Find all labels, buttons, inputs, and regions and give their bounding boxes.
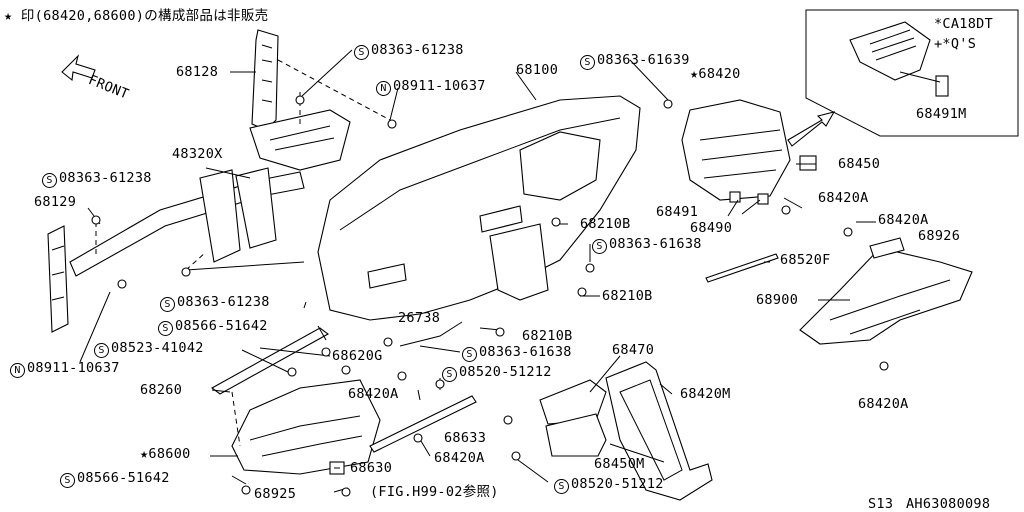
steering-column-bracket bbox=[249, 109, 351, 171]
label-68420a-2: 68420A bbox=[878, 212, 929, 228]
strip-68633 bbox=[369, 395, 477, 453]
label-68450m: 68450M bbox=[594, 456, 645, 472]
label-68420a-4: 68420A bbox=[858, 396, 909, 412]
s-symbol-icon: S bbox=[354, 45, 369, 60]
hinge-68260 bbox=[210, 327, 330, 395]
s-symbol-icon: S bbox=[158, 321, 173, 336]
inset-part-label: 68491M bbox=[916, 106, 967, 122]
instrument-panel-68100 bbox=[317, 95, 641, 321]
footer-code: AH63080098 bbox=[906, 496, 991, 512]
lower-cover-68900 bbox=[799, 247, 973, 345]
bracket-68128 bbox=[251, 29, 279, 131]
label-68420a-1: 68420A bbox=[818, 190, 869, 206]
inset-clip-part bbox=[935, 75, 949, 97]
label-68600: ★68600 bbox=[140, 446, 191, 462]
finisher-68420m bbox=[605, 361, 713, 501]
label-68210b-1: 68210B bbox=[580, 216, 631, 232]
glove-box-68600 bbox=[231, 379, 381, 475]
s-symbol-icon: S bbox=[60, 473, 75, 488]
clip-68491 bbox=[729, 191, 741, 203]
header-note: ★ 印(68420,68600)の構成部品は非販売 bbox=[4, 8, 269, 24]
inset-line2: +*Q'S bbox=[934, 36, 977, 52]
label-68633: 68633 bbox=[444, 430, 487, 446]
label-68925: 68925 bbox=[254, 486, 297, 502]
label-68520f: 68520F bbox=[780, 252, 831, 268]
s-symbol-icon: S bbox=[442, 367, 457, 382]
center-console-cluster bbox=[489, 223, 549, 301]
s-symbol-icon: S bbox=[462, 347, 477, 362]
meter-hood-opening bbox=[519, 131, 601, 201]
label-68420: ★68420 bbox=[690, 66, 741, 82]
label-68926: 68926 bbox=[918, 228, 961, 244]
n-symbol-icon: N bbox=[10, 363, 25, 378]
label-68490: 68490 bbox=[690, 220, 733, 236]
inset-line1: *CA18DT bbox=[934, 16, 993, 32]
label-68470: 68470 bbox=[612, 342, 655, 358]
s-symbol-icon: S bbox=[94, 343, 109, 358]
label-68129: 68129 bbox=[34, 194, 77, 210]
label-48320x: 48320X bbox=[172, 146, 223, 162]
bolts bbox=[91, 95, 889, 497]
s-symbol-icon: S bbox=[160, 297, 175, 312]
member-stay bbox=[199, 169, 241, 263]
label-68450: 68450 bbox=[838, 156, 881, 172]
label-68620g: 68620G bbox=[332, 348, 383, 364]
footer-page: S13 bbox=[868, 496, 894, 512]
inset-arrow-icon bbox=[787, 111, 836, 147]
label-68100: 68100 bbox=[516, 62, 559, 78]
clip-68490 bbox=[757, 193, 769, 205]
pocket-68470 bbox=[539, 379, 607, 425]
label-68420a-5: 68420A bbox=[434, 450, 485, 466]
s-symbol-icon: S bbox=[580, 55, 595, 70]
center-vent bbox=[479, 205, 523, 233]
strip-68520f bbox=[705, 253, 779, 283]
label-68630: 68630 bbox=[350, 460, 393, 476]
s-symbol-icon: S bbox=[592, 239, 607, 254]
label-68128: 68128 bbox=[176, 64, 219, 80]
label-68420a-3: 68420A bbox=[348, 386, 399, 402]
bracket-68926 bbox=[869, 237, 905, 259]
switch-68450 bbox=[799, 155, 817, 171]
label-68210b-3: 68210B bbox=[522, 328, 573, 344]
inset-switch-part bbox=[849, 21, 931, 81]
label-68900: 68900 bbox=[756, 292, 799, 308]
label-fig-ref: (FIG.H99-02参照) bbox=[370, 484, 499, 500]
label-68260: 68260 bbox=[140, 382, 183, 398]
front-arrow-icon bbox=[61, 54, 96, 82]
label-68420m: 68420M bbox=[680, 386, 731, 402]
bracket-68129 bbox=[47, 225, 69, 333]
label-68210b-2: 68210B bbox=[602, 288, 653, 304]
label-68491: 68491 bbox=[656, 204, 699, 220]
s-symbol-icon: S bbox=[554, 479, 569, 494]
cluster-lid-68420 bbox=[681, 99, 791, 201]
pocket-68450m bbox=[545, 413, 607, 457]
label-26738: 26738 bbox=[398, 310, 441, 326]
side-vent bbox=[367, 263, 407, 289]
s-symbol-icon: S bbox=[42, 173, 57, 188]
n-symbol-icon: N bbox=[376, 81, 391, 96]
inset-frame bbox=[805, 9, 1019, 137]
harness-26738 bbox=[399, 321, 463, 347]
